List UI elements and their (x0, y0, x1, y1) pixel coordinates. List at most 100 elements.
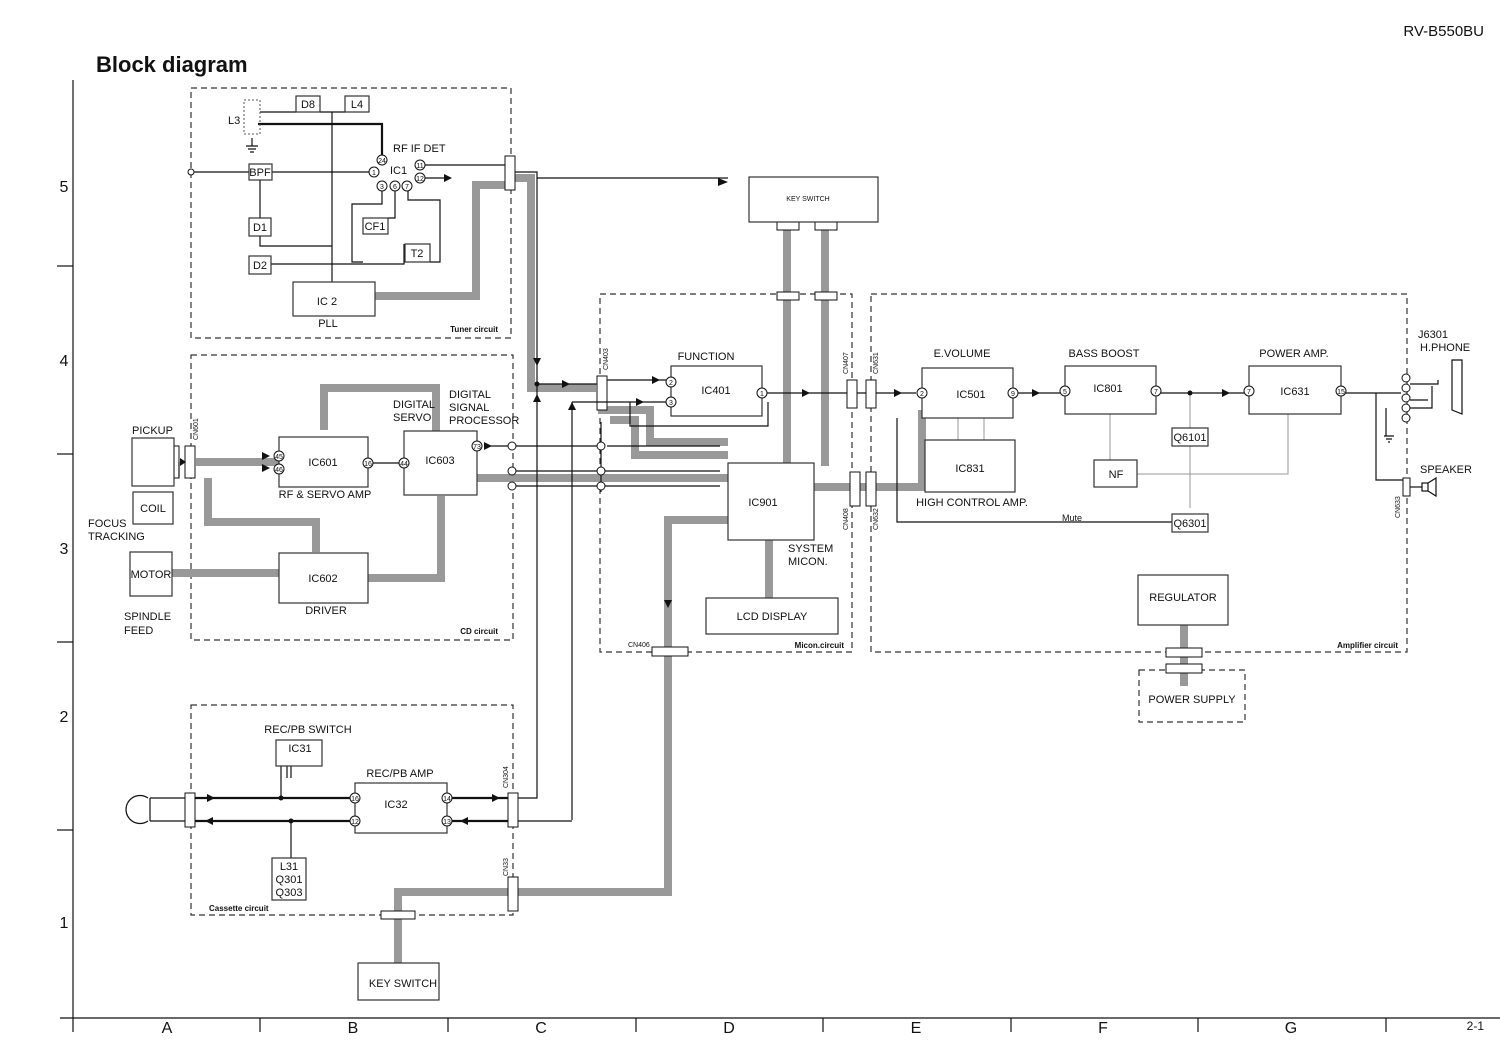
cn633-label: CN633 (1395, 496, 1402, 518)
lcd-display-label: LCD DISPLAY (737, 611, 808, 623)
focus-label: FOCUS (88, 518, 127, 530)
ic2-block (292, 281, 376, 317)
col-label-e: E (911, 1020, 922, 1037)
svg-text:2: 2 (669, 380, 673, 387)
svg-text:14: 14 (443, 796, 451, 803)
motor-block (129, 551, 173, 597)
q303-label: Q303 (276, 887, 303, 899)
cassette-circuit-label: Cassette circuit (209, 904, 269, 913)
svg-text:11: 11 (416, 163, 423, 170)
ic801-block (1064, 365, 1157, 415)
d2-block (248, 255, 272, 275)
high-control-amp-label: HIGH CONTROL AMP. (916, 497, 1028, 509)
ic801-label: IC801 (1093, 383, 1122, 395)
key-switch-bottom-block (357, 962, 440, 1001)
ic32-pins: 16 12 14 13 (349, 792, 453, 827)
svg-text:3: 3 (669, 400, 673, 407)
pickup-label: PICKUP (132, 425, 173, 437)
amp-pins: 2 9 5 7 7 15 (916, 385, 1347, 399)
motor-label: MOTOR (131, 569, 172, 581)
svg-text:7: 7 (1247, 389, 1251, 396)
cd-circuit-label: CD circuit (460, 627, 498, 636)
row-label-1: 1 (60, 915, 69, 932)
spindle-label: SPINDLE (124, 611, 171, 623)
ic31-label: IC31 (288, 743, 311, 755)
tuner-circuit-boundary (190, 87, 512, 339)
svg-text:2: 2 (920, 391, 924, 398)
row-label-4: 4 (60, 353, 69, 370)
ic901-label: IC901 (748, 497, 777, 509)
row-label-3: 3 (60, 541, 69, 558)
bpf-block (248, 163, 273, 181)
nf-label: NF (1109, 469, 1124, 481)
speaker-icon (1421, 476, 1437, 498)
q301-label: Q301 (276, 874, 303, 886)
grid-frame (57, 80, 1500, 1032)
svg-text:1: 1 (760, 391, 764, 398)
lcd-display-block (705, 597, 839, 635)
bpf-label: BPF (249, 167, 271, 179)
cf1-label: CF1 (365, 221, 386, 233)
d8-label: D8 (301, 99, 315, 111)
svg-text:45: 45 (275, 454, 283, 461)
signal-buses (172, 174, 1188, 965)
evolume-label: E.VOLUME (934, 348, 991, 360)
key-switch-bottom-label: KEY SWITCH (369, 978, 437, 990)
cn631-label: CN631 (873, 352, 880, 374)
ic602-block (278, 552, 369, 604)
ic401-block (670, 365, 763, 417)
ic2-label: IC 2 (317, 296, 337, 308)
headphone-jack-icon (1384, 359, 1463, 443)
micon-circuit-label: Micon.circuit (795, 641, 845, 650)
col-label-d: D (723, 1020, 735, 1037)
ic401-pins: 2 3 1 (665, 376, 768, 408)
cf1-block (362, 217, 389, 235)
ic601-pins: 45 46 16 (273, 450, 374, 475)
model-number: RV-B550BU (1403, 23, 1484, 40)
key-switch-top-label: KEY SWITCH (786, 196, 829, 203)
driver-label: DRIVER (305, 605, 347, 617)
l4-label: L4 (351, 99, 363, 111)
ic1-label: IC1 (390, 165, 407, 177)
q6301-block (1171, 513, 1209, 533)
tape-head-icon (125, 794, 151, 825)
l31-q301-q303-block (271, 857, 307, 901)
tracking-label: TRACKING (88, 531, 145, 543)
cn33-label: CN33 (503, 858, 510, 876)
ic32-label: IC32 (384, 799, 407, 811)
col-label-c: C (535, 1020, 547, 1037)
svg-text:13: 13 (443, 819, 451, 826)
ic602-label: IC602 (308, 573, 337, 585)
q6301-label: Q6301 (1173, 518, 1206, 530)
svg-text:46: 46 (275, 467, 283, 474)
dsp-label-2: SIGNAL (449, 402, 489, 414)
page-title: Block diagram (96, 52, 248, 77)
nf-block (1093, 459, 1138, 488)
l31-label: L31 (280, 861, 298, 873)
svg-text:3: 3 (380, 184, 384, 191)
d8-block (295, 95, 321, 113)
svg-text:9: 9 (1011, 391, 1015, 398)
ic601-label: IC601 (308, 457, 337, 469)
ic32-block (354, 782, 448, 834)
ic901-block (727, 462, 815, 541)
rf-if-det-label: RF IF DET (393, 143, 446, 155)
hphone-label: H.PHONE (1420, 342, 1470, 354)
regulator-block (1137, 574, 1229, 626)
page-number: 2-1 (1467, 1019, 1485, 1033)
cd-circuit-boundary (190, 354, 514, 641)
rf-servo-amp-label: RF & SERVO AMP (279, 489, 372, 501)
coil-label: COIL (140, 503, 166, 515)
regulator-label: REGULATOR (1149, 592, 1216, 604)
q6101-block (1171, 427, 1209, 447)
svg-text:12: 12 (416, 176, 424, 183)
digital-servo-label-2: SERVO (393, 412, 432, 424)
svg-text:16: 16 (364, 461, 372, 468)
cn406-label: CN406 (628, 642, 650, 649)
svg-text:24: 24 (378, 158, 386, 165)
digital-servo-label-1: DIGITAL (393, 399, 435, 411)
bass-boost-label: BASS BOOST (1069, 348, 1140, 360)
dsp-label-1: DIGITAL (449, 389, 491, 401)
ic631-label: IC631 (1280, 386, 1309, 398)
